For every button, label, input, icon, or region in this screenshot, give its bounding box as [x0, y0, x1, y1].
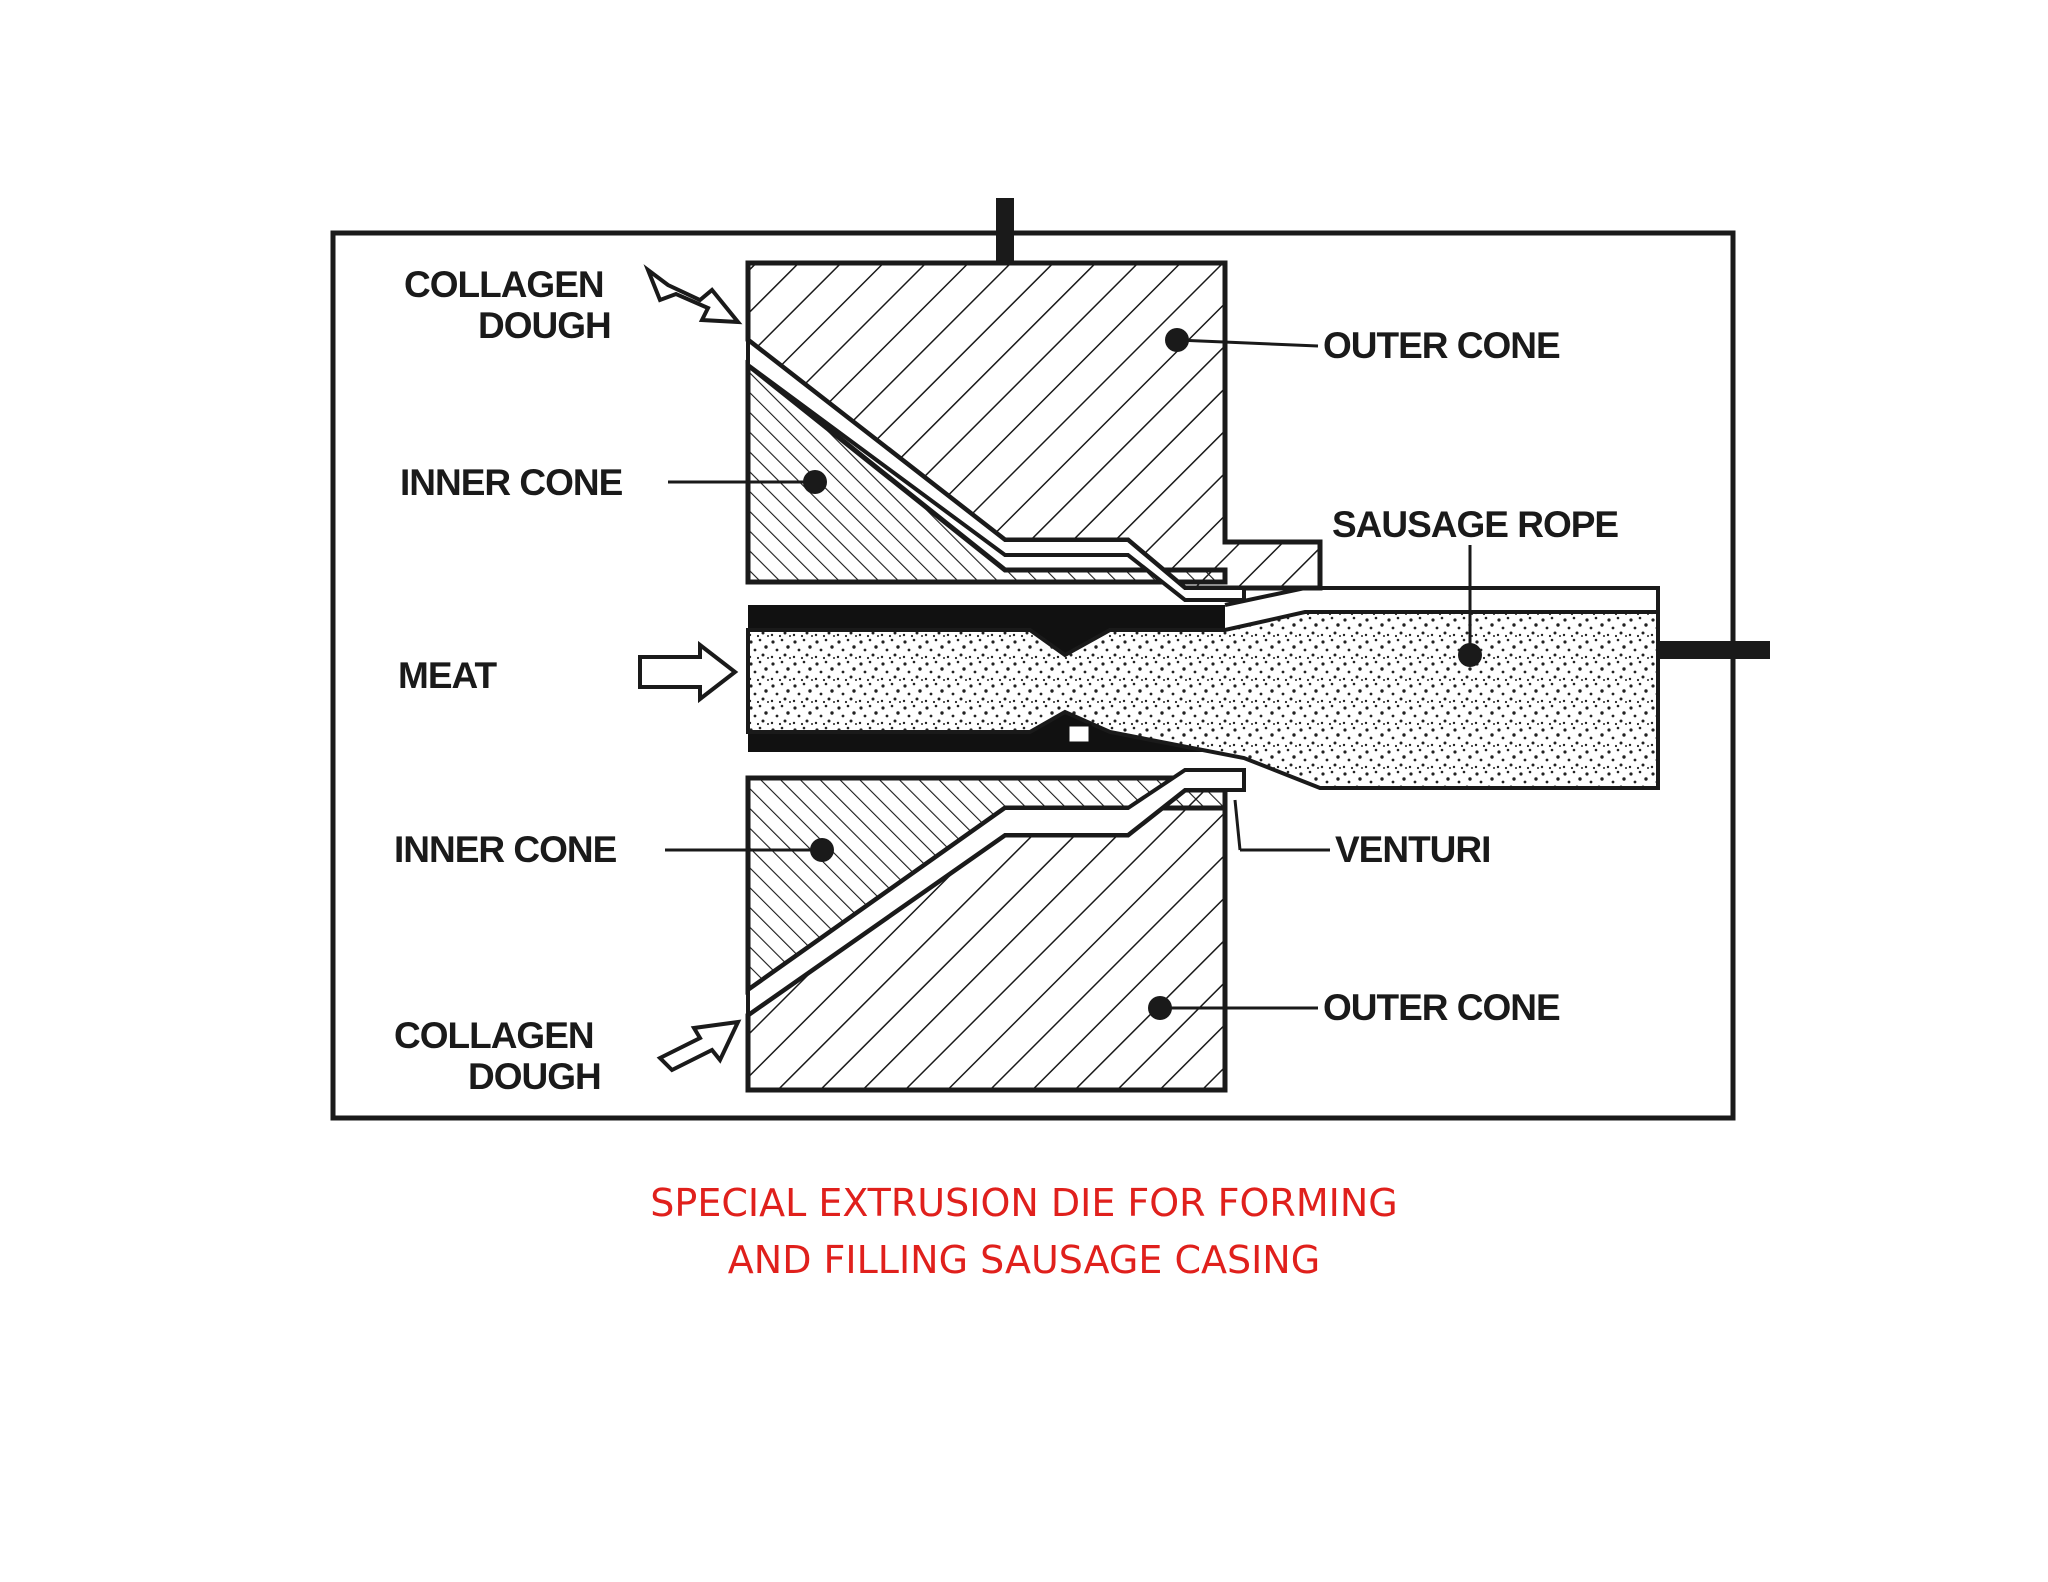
- sausage-rope-label: SAUSAGE ROPE: [1332, 504, 1618, 545]
- collagen-dough-bottom-label-2: DOUGH: [468, 1056, 601, 1097]
- meat-label: MEAT: [398, 655, 497, 696]
- collagen-dough-top-label-1: COLLAGEN: [404, 264, 604, 305]
- collagen-dough-top-label-2: DOUGH: [478, 305, 611, 346]
- meat-tube-wall-top: [748, 605, 1225, 655]
- venturi-port: [1066, 723, 1092, 745]
- figure-caption-line-1: SPECIAL EXTRUSION DIE FOR FORMING: [650, 1181, 1398, 1225]
- right-rod: [1655, 641, 1770, 659]
- leader-venturi: [1233, 799, 1242, 851]
- collagen-dough-bottom-label-1: COLLAGEN: [394, 1015, 594, 1056]
- inner-cone-top-label: INNER CONE: [400, 462, 623, 503]
- outer-cone-top-label: OUTER CONE: [1323, 325, 1560, 366]
- venturi-label: VENTURI: [1335, 829, 1490, 870]
- inner-cone-bottom-label: INNER CONE: [394, 829, 617, 870]
- meat-arrow: [638, 640, 739, 704]
- collagen-channel-bottom: [746, 768, 1246, 1019]
- collagen-arrow-top: [643, 264, 743, 325]
- outer-cone-bottom-label: OUTER CONE: [1323, 987, 1560, 1028]
- leader-outer-cone-top: [1165, 328, 1319, 352]
- sausage-rope-body: [746, 610, 1660, 790]
- diagram-frame: [330, 230, 1736, 1121]
- figure-caption-line-2: AND FILLING SAUSAGE CASING: [727, 1238, 1321, 1282]
- rope-outline: [1224, 586, 1660, 612]
- top-rod: [996, 198, 1014, 263]
- inner-cone-top-block: [745, 359, 1228, 585]
- collagen-arrow-bottom: [656, 1019, 742, 1073]
